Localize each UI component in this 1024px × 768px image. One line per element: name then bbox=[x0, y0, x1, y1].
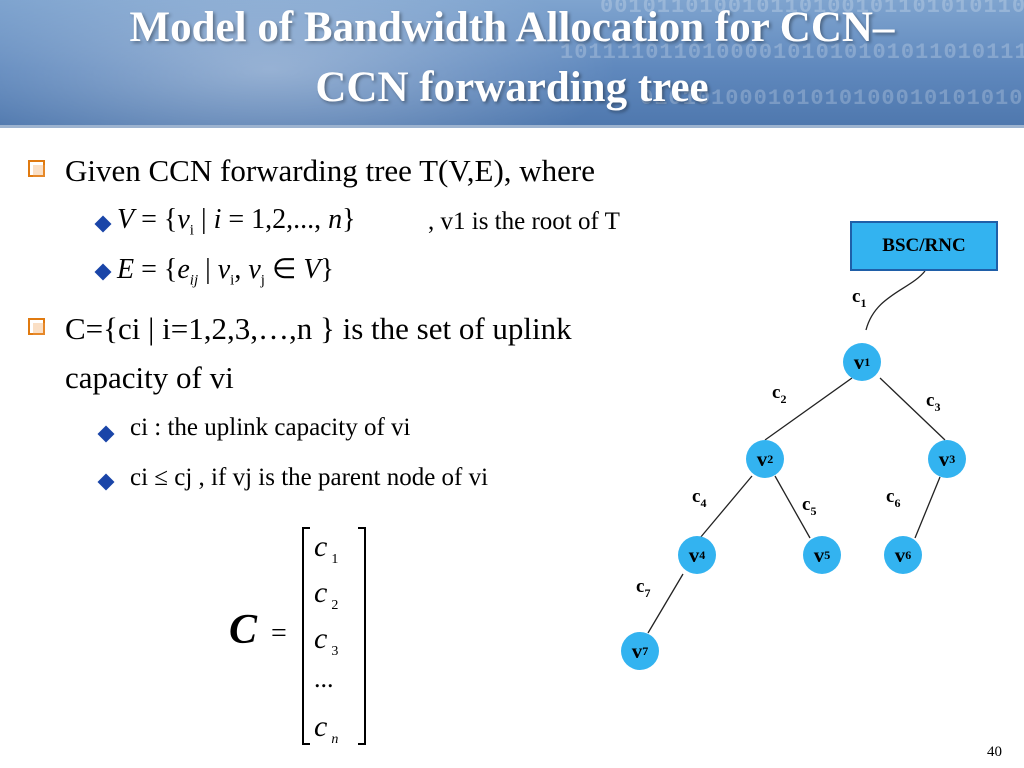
edge-c2 bbox=[764, 377, 853, 441]
edge-label-c1: c1 bbox=[852, 286, 867, 310]
edge-c5 bbox=[774, 475, 811, 539]
title-banner: 0010110100101101001011010101101 10111101… bbox=[0, 0, 1024, 125]
set-v-root-note: , v1 is the root of T bbox=[428, 208, 620, 235]
edge-c1 bbox=[865, 270, 926, 331]
matrix-right-bracket bbox=[358, 527, 366, 745]
matrix-left-bracket bbox=[302, 527, 310, 745]
edge-label-c6: c6 bbox=[886, 486, 901, 510]
bullet-2-sub1: ci : the uplink capacity of vi bbox=[130, 414, 411, 441]
matrix-equals: = bbox=[271, 618, 287, 649]
bullet-2-sub2: ci ≤ cj , if vj is the parent node of vi bbox=[130, 464, 489, 491]
matrix-entry: ... bbox=[314, 664, 334, 693]
edge-c4 bbox=[699, 475, 753, 539]
edge-label-c3: c3 bbox=[926, 390, 941, 414]
bullet-2-text: C={ci | i=1,2,3,…,n } is the set of upli… bbox=[65, 311, 572, 346]
edge-c3 bbox=[879, 377, 946, 441]
binary-decoration: 1011110110100001010101010110101110 bbox=[560, 40, 1024, 65]
matrix-lhs: C bbox=[229, 607, 258, 653]
binary-decoration: 0101010001010101000101010101 bbox=[640, 86, 1024, 111]
binary-decoration: 0010110100101101001011010101101 bbox=[600, 0, 1024, 19]
page-number: 40 bbox=[987, 744, 1002, 760]
edge-c6 bbox=[914, 476, 941, 539]
edge-label-c7: c7 bbox=[636, 576, 651, 600]
edge-label-c4: c4 bbox=[692, 486, 707, 510]
set-e-definition: E = {eij | vi, vj ∈ V} bbox=[117, 254, 334, 289]
header-divider bbox=[0, 125, 1024, 128]
edge-label-c5: c5 bbox=[802, 494, 817, 518]
edge-label-c2: c2 bbox=[772, 382, 787, 406]
bullet-2-line2: capacity of vi bbox=[65, 360, 234, 395]
set-v-definition: V = {vi | i = 1,2,..., n} bbox=[117, 204, 356, 239]
slide-title: Model of Bandwidth Allocation for CCN– C… bbox=[129, 4, 895, 111]
edge-c7 bbox=[647, 573, 684, 634]
bullet-box-icon bbox=[28, 160, 45, 177]
bullet-box-icon bbox=[28, 318, 45, 335]
bullet-1-text: Given CCN forwarding tree T(V,E), where bbox=[65, 153, 596, 188]
bsc-rnc-box: BSC/RNC bbox=[850, 221, 998, 271]
